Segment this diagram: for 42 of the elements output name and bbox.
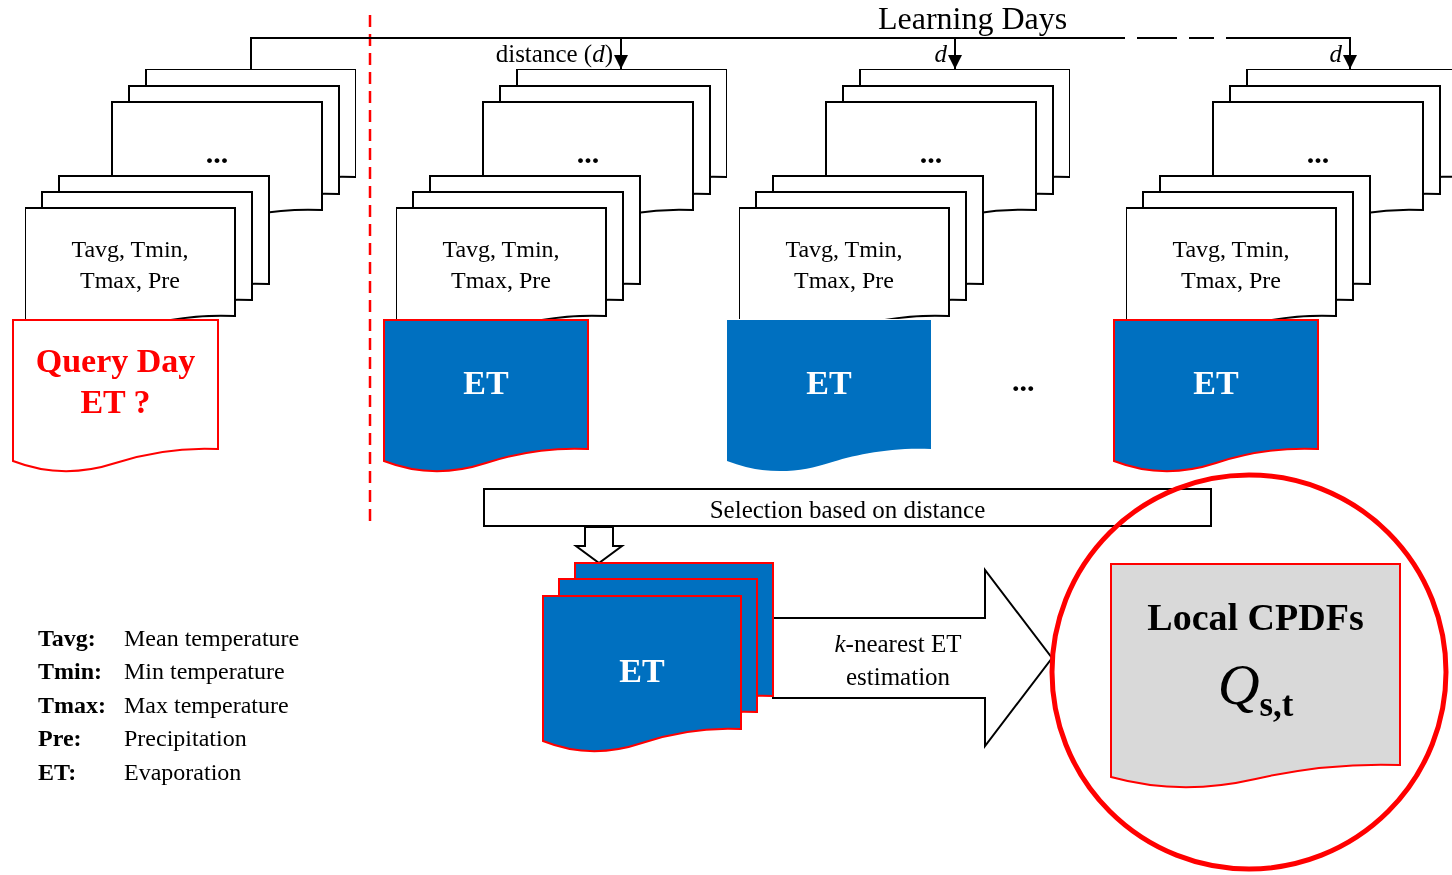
document-shape [1110, 563, 1401, 790]
node-label: Tavg, Tmin, Tmax, Pre [441, 235, 561, 296]
node-label: Tavg, Tmin, Tmax, Pre [784, 235, 904, 296]
legend-term: Tmin: [38, 658, 102, 685]
document-stack [396, 69, 727, 319]
edge-label: k-nearest ET estimation [833, 629, 963, 692]
document-stack [25, 69, 356, 319]
document-shape [726, 319, 932, 474]
ellipsis-text: ... [1305, 135, 1331, 171]
document-stack [739, 69, 1070, 319]
legend-definition: Min temperature [124, 658, 285, 685]
math-symbol: Q$_{s,t}$ [1216, 651, 1295, 727]
node-label: Local CPDFs [1146, 595, 1365, 640]
block-arrow [572, 526, 626, 565]
node-label: Tavg, Tmin, Tmax, Pre [70, 235, 190, 296]
document-shape [383, 319, 589, 474]
node-label: Selection based on distance [708, 495, 987, 525]
node-label: Tavg, Tmin, Tmax, Pre [1171, 235, 1291, 296]
legend-term: Tmax: [38, 692, 106, 719]
ellipsis-text: ... [918, 135, 944, 171]
process-bar [483, 488, 1212, 527]
legend-definition: Evaporation [124, 759, 242, 786]
legend-term: ET: [38, 759, 77, 786]
legend-term: Pre: [38, 725, 82, 752]
legend-definition: Max temperature [124, 692, 289, 719]
node-label: ET [462, 363, 510, 403]
title-text: Learning Days [878, 1, 1068, 37]
document-shape [12, 319, 219, 474]
document-stack [1126, 69, 1452, 319]
node-label: ET [618, 651, 666, 691]
ellipsis-text: ... [204, 135, 230, 171]
document-shape [1113, 319, 1319, 474]
highlight-circle [1049, 472, 1449, 872]
ellipsis-text: ... [1012, 364, 1035, 397]
legend-term: Tavg: [38, 625, 96, 652]
legend-definition: Mean temperature [124, 625, 300, 652]
document-stack [543, 563, 773, 751]
node-label: ET [805, 363, 853, 403]
node-label: Query Day ET ? [34, 341, 197, 422]
node-label: ET [1192, 363, 1240, 403]
ellipsis-text: ... [575, 135, 601, 171]
legend-definition: Precipitation [124, 725, 247, 752]
